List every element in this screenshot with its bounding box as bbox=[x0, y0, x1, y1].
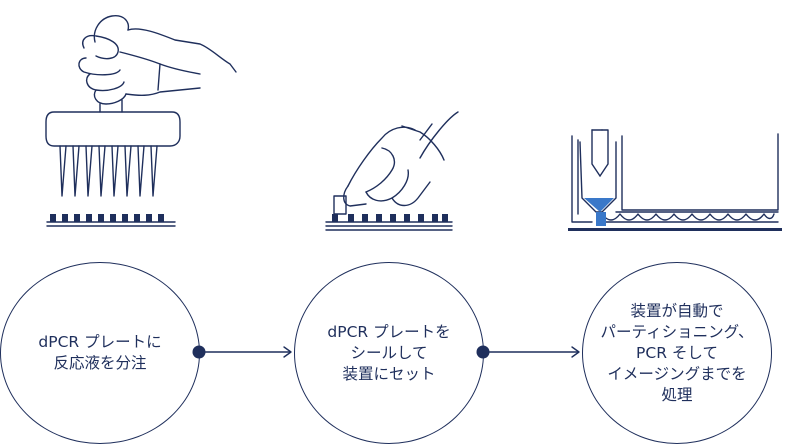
step-1-circle: dPCR プレートに 反応液を分注 bbox=[0, 262, 200, 444]
step-3-circle: 装置が自動で パーティショニング、 PCR そして イメージングまでを 処理 bbox=[582, 262, 772, 444]
step-2-circle: dPCR プレートを シールして 装置にセット bbox=[294, 262, 484, 444]
connector-1 bbox=[199, 346, 292, 358]
connector-2 bbox=[483, 346, 580, 358]
step-2-text: dPCR プレートを シールして 装置にセット bbox=[327, 322, 451, 383]
step-1-text: dPCR プレートに 反応液を分注 bbox=[38, 333, 162, 372]
plate-sealing-icon bbox=[325, 111, 459, 231]
step-3-text: 装置が自動で パーティショニング、 PCR そして イメージングまでを 処理 bbox=[600, 301, 754, 404]
multichannel-pipette-icon bbox=[45, 15, 237, 227]
